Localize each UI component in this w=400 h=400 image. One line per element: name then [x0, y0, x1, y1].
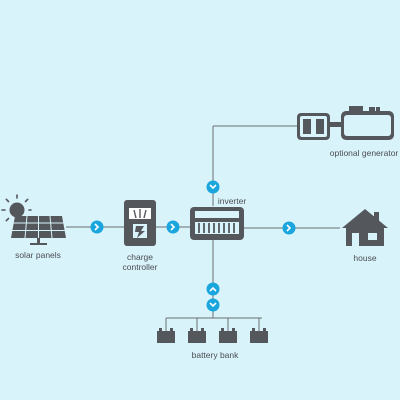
charge-controller-label-line: charge [127, 252, 153, 262]
house-label: house [353, 253, 377, 263]
solar-panel-icon [1, 194, 66, 245]
down-arrow-icon [206, 180, 220, 194]
battery-bank-icons [157, 318, 268, 343]
battery-icon [157, 318, 175, 343]
house-icon [342, 209, 388, 246]
up-arrow-icon [206, 282, 220, 296]
charge-controller-label: charge controller [110, 252, 170, 272]
right-arrow-icon [166, 220, 180, 234]
generator-icon [297, 106, 394, 140]
flow-connectors [90, 180, 296, 312]
battery-icon [188, 318, 206, 343]
charge-controller-icon [124, 200, 156, 246]
battery-icon [219, 318, 237, 343]
sun-icon [1, 194, 32, 222]
inverter-label: inverter [217, 196, 247, 206]
right-arrow-icon [282, 221, 296, 235]
inverter-icon [190, 207, 244, 240]
down-arrow-icon [206, 298, 220, 312]
battery-bank-label: battery bank [191, 350, 239, 360]
charge-controller-label-line: controller [122, 262, 158, 272]
right-arrow-icon [90, 220, 104, 234]
optional-generator-label: optional generator [329, 148, 399, 158]
solar-panels-label: solar panels [15, 250, 61, 260]
battery-icon [250, 318, 268, 343]
